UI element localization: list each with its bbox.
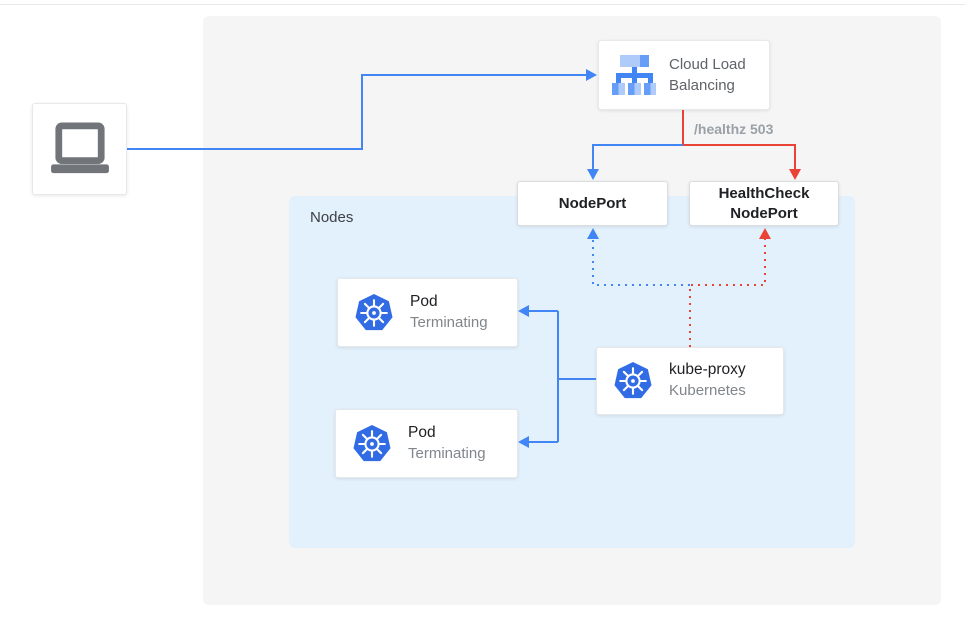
pod-node-1: Pod Terminating — [337, 278, 518, 347]
nodeport-node: NodePort — [517, 181, 668, 226]
healthcheck-nodeport-label: HealthCheck NodePort — [718, 185, 810, 222]
nodeport-label: NodePort — [558, 194, 627, 212]
kube-proxy-title: kube-proxy — [669, 361, 746, 379]
kube-proxy-subtitle: Kubernetes — [669, 382, 746, 400]
laptop-icon — [49, 122, 111, 176]
pod-node-2: Pod Terminating — [335, 409, 518, 478]
cloud-load-balancing-node: Cloud Load Balancing — [598, 40, 770, 110]
pod-title: Pod — [408, 423, 436, 441]
cloud-load-balancing-label: Cloud Load Balancing — [669, 56, 746, 94]
pod-status: Terminating — [410, 313, 488, 331]
kubernetes-icon — [352, 424, 392, 464]
pod-status: Terminating — [408, 444, 486, 462]
kube-proxy-node: kube-proxy Kubernetes — [596, 347, 784, 415]
kubernetes-icon — [354, 293, 394, 333]
kubernetes-icon — [613, 361, 653, 401]
pod-title: Pod — [410, 292, 438, 310]
cloud-load-balancing-icon — [612, 55, 656, 95]
healthcheck-nodeport-node: HealthCheck NodePort — [689, 181, 839, 226]
healthz-status-label: /healthz 503 — [694, 121, 774, 137]
nodes-group-label: Nodes — [310, 209, 354, 226]
client-node — [32, 103, 127, 195]
top-divider — [0, 4, 965, 5]
